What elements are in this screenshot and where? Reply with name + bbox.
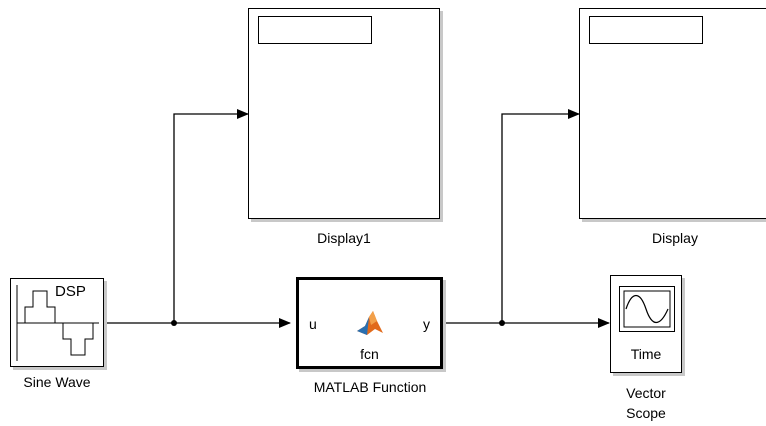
input-port-label: u bbox=[309, 316, 317, 332]
output-port-label: y bbox=[423, 316, 430, 332]
display-label: Display bbox=[652, 230, 698, 246]
sine-wave-label: Sine Wave bbox=[23, 374, 91, 390]
display1-value-field bbox=[258, 16, 372, 44]
scope-screen bbox=[619, 286, 675, 332]
scope-waveform-icon bbox=[623, 290, 671, 328]
display-block[interactable] bbox=[579, 8, 766, 219]
matlab-function-label: MATLAB Function bbox=[313, 379, 427, 395]
vector-scope-block[interactable]: Time bbox=[610, 275, 682, 373]
signal-line-branch-to-display1[interactable] bbox=[173, 109, 249, 323]
vector-scope-label-line1: Vector bbox=[626, 385, 666, 401]
dsp-sine-icon bbox=[16, 285, 99, 361]
sine-wave-block[interactable]: DSP bbox=[10, 278, 104, 367]
branch-point-1 bbox=[171, 320, 177, 326]
fcn-label: fcn bbox=[360, 346, 379, 362]
display1-label: Display1 bbox=[317, 230, 371, 246]
branch-point-2 bbox=[499, 320, 505, 326]
scope-time-label: Time bbox=[630, 346, 662, 362]
matlab-function-block[interactable]: u y fcn bbox=[296, 277, 443, 369]
vector-scope-label-line2: Scope bbox=[626, 405, 666, 421]
matlab-logo-icon bbox=[357, 311, 383, 335]
signal-line-branch-to-display[interactable] bbox=[501, 109, 580, 323]
dsp-icon-text: DSP bbox=[55, 283, 86, 300]
display-value-field bbox=[589, 16, 703, 44]
display1-block[interactable] bbox=[248, 8, 440, 219]
